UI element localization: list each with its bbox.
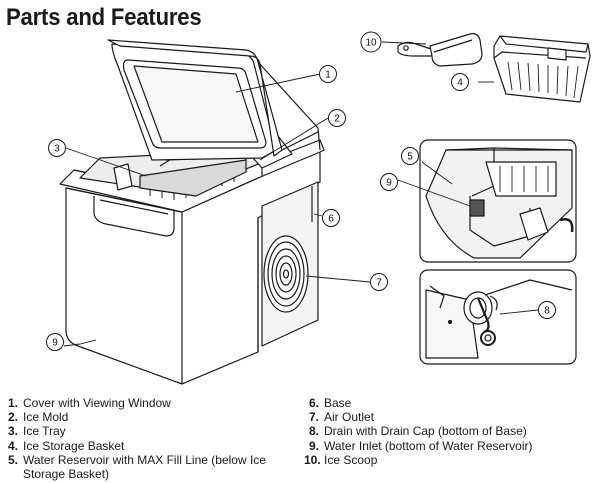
legend-label: Base — [324, 396, 352, 410]
callout-circle-7 — [370, 273, 388, 291]
legend-number: 3. — [7, 424, 18, 439]
legend-number: 10. — [304, 452, 321, 467]
parts-legend-left: 1. Cover with Viewing Window 2. Ice Mold… — [3, 396, 303, 481]
detail-reservoir-illustration — [419, 139, 577, 263]
legend-label: Ice Storage Basket — [23, 438, 125, 453]
legend-number: 1. — [7, 396, 18, 410]
callout-circle-9b — [46, 333, 64, 351]
callout-circle-3 — [48, 139, 66, 157]
callout-8: 8 — [544, 306, 550, 317]
callout-10: 10 — [365, 38, 377, 49]
callout-3: 3 — [54, 144, 60, 155]
callout-9-main: 9 — [52, 338, 58, 349]
callout-7: 7 — [376, 278, 382, 289]
callout-circle-2 — [328, 109, 346, 127]
legend-label: Water Reservoir with MAX Fill Line (belo… — [23, 452, 266, 467]
ice-scoop-illustration — [397, 33, 483, 67]
legend-item: 9. Water Inlet (bottom of Water Reservoi… — [304, 439, 598, 453]
parts-diagram: 1 2 3 4 5 6 7 8 9 10 9 — [46, 31, 591, 385]
legend-label-continued: Storage Basket) — [23, 467, 110, 482]
legend-item: 6. Base — [304, 396, 598, 410]
callout-circle-10 — [360, 31, 382, 53]
legend-number: 7. — [308, 410, 319, 425]
legend-number: 9. — [308, 438, 319, 453]
legend-label: Ice Mold — [23, 410, 69, 425]
ice-basket-illustration — [493, 35, 591, 103]
legend-item: 10. Ice Scoop — [304, 453, 598, 467]
callout-circle-1 — [319, 65, 337, 83]
legend-item: 3. Ice Tray — [3, 424, 303, 438]
legend-label: Water Inlet (bottom of Water Reservoir) — [324, 438, 533, 453]
callout-circle-4 — [451, 73, 469, 91]
callout-1: 1 — [325, 70, 331, 81]
legend-label: Ice Tray — [23, 424, 66, 439]
callout-circle-8 — [538, 301, 556, 319]
legend-label: Cover with Viewing Window — [23, 396, 171, 410]
legend-label: Drain with Drain Cap (bottom of Base) — [324, 424, 527, 439]
callout-circle-6 — [322, 209, 340, 227]
ice-maker-illustration — [59, 39, 325, 385]
legend-item: 4. Ice Storage Basket — [3, 439, 303, 453]
callout-4: 4 — [457, 78, 463, 89]
legend-item: 2. Ice Mold — [3, 410, 303, 424]
legend-number: 2. — [7, 410, 18, 425]
callout-5: 5 — [407, 152, 413, 163]
air-outlet-grille — [263, 235, 309, 313]
legend-label: Ice Scoop — [324, 452, 378, 467]
legend-number: 6. — [308, 396, 319, 410]
legend-item: 1. Cover with Viewing Window — [3, 396, 303, 410]
legend-item-continued: Storage Basket) — [3, 467, 303, 481]
callout-9: 9 — [386, 178, 392, 189]
page-title: Parts and Features — [6, 4, 202, 31]
legend-number: 5. — [7, 452, 18, 467]
callout-circle-9 — [380, 173, 398, 191]
legend-number: 4. — [7, 438, 18, 453]
detail-drain-illustration — [419, 269, 577, 365]
callout-2: 2 — [334, 114, 340, 125]
parts-legend-right: 6. Base 7. Air Outlet 8. Drain with Drai… — [304, 396, 598, 467]
callout-circle-5 — [401, 147, 419, 165]
legend-label: Air Outlet — [324, 410, 375, 425]
legend-item: 8. Drain with Drain Cap (bottom of Base) — [304, 424, 598, 438]
callout-6: 6 — [328, 214, 334, 225]
legend-number: 8. — [308, 424, 319, 439]
legend-item: 5. Water Reservoir with MAX Fill Line (b… — [3, 453, 303, 467]
legend-item: 7. Air Outlet — [304, 410, 598, 424]
